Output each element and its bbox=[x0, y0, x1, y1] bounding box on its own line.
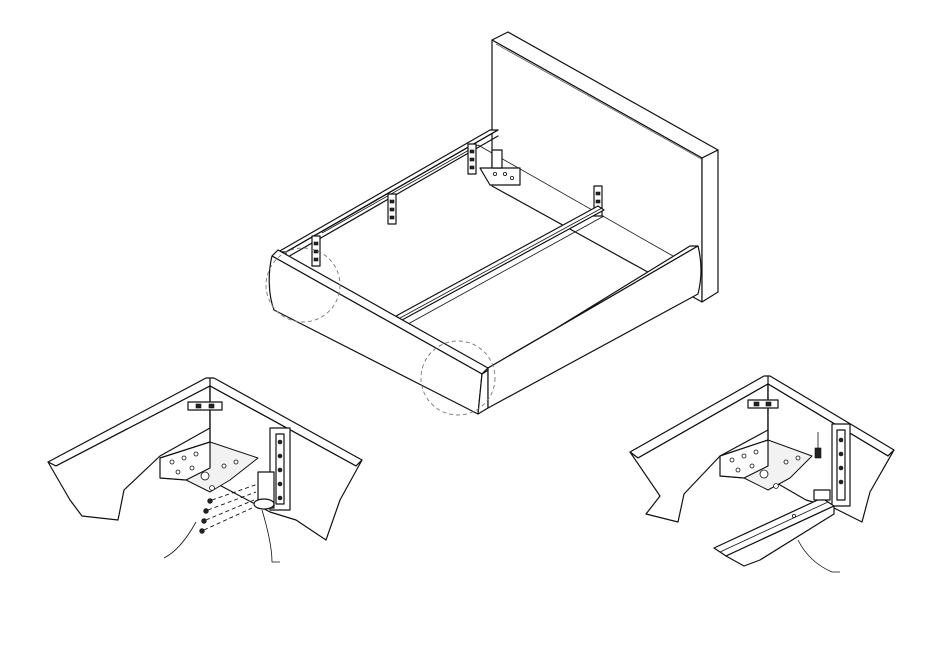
center-rail bbox=[396, 206, 604, 320]
leader-bracket bbox=[262, 510, 280, 562]
right-side-rail bbox=[482, 246, 701, 408]
leader-center-rail bbox=[798, 540, 840, 572]
center-rail-beam bbox=[714, 490, 834, 566]
corner-detail-center-rail bbox=[630, 376, 894, 572]
leader-screws bbox=[164, 522, 196, 558]
corner-detail-screw-fixing bbox=[48, 378, 362, 562]
footboard bbox=[269, 250, 488, 414]
bed-frame-overview bbox=[266, 32, 718, 415]
